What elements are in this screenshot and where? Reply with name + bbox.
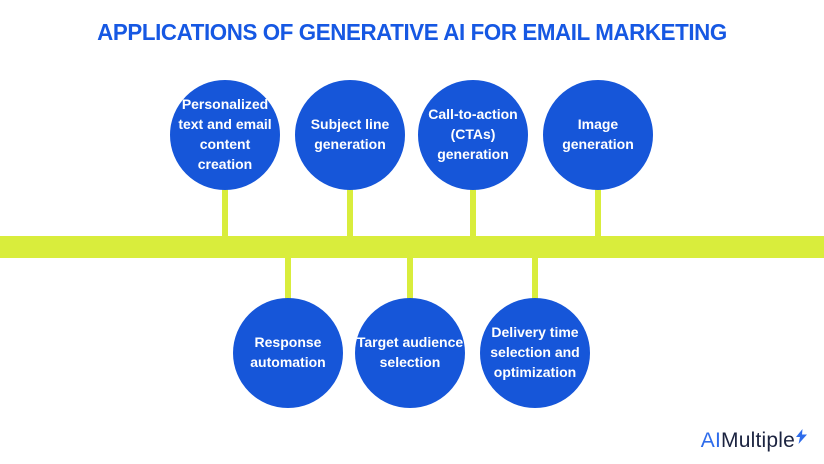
- connector-line: [532, 256, 538, 302]
- node-personalized-content: Personalized text and email content crea…: [170, 80, 280, 190]
- connector-line: [407, 256, 413, 302]
- connector-line: [595, 186, 601, 238]
- node-target-audience: Target audience selection: [355, 298, 465, 408]
- connector-line: [222, 186, 228, 238]
- timeline-bar: [0, 236, 824, 258]
- page-title: APPLICATIONS OF GENERATIVE AI FOR EMAIL …: [97, 19, 727, 45]
- logo-ai-text: AI: [700, 429, 722, 452]
- node-cta-generation: Call-to-action (CTAs) generation: [418, 80, 528, 190]
- node-image-generation: Image generation: [543, 80, 653, 190]
- connector-line: [285, 256, 291, 302]
- connector-line: [347, 186, 353, 238]
- lightning-bolt-icon: [796, 426, 807, 450]
- node-response-automation: Response automation: [233, 298, 343, 408]
- connector-line: [470, 186, 476, 238]
- logo-name-text: Multiple: [721, 429, 795, 452]
- node-subject-line: Subject line generation: [295, 80, 405, 190]
- node-delivery-time: Delivery time selection and optimization: [480, 298, 590, 408]
